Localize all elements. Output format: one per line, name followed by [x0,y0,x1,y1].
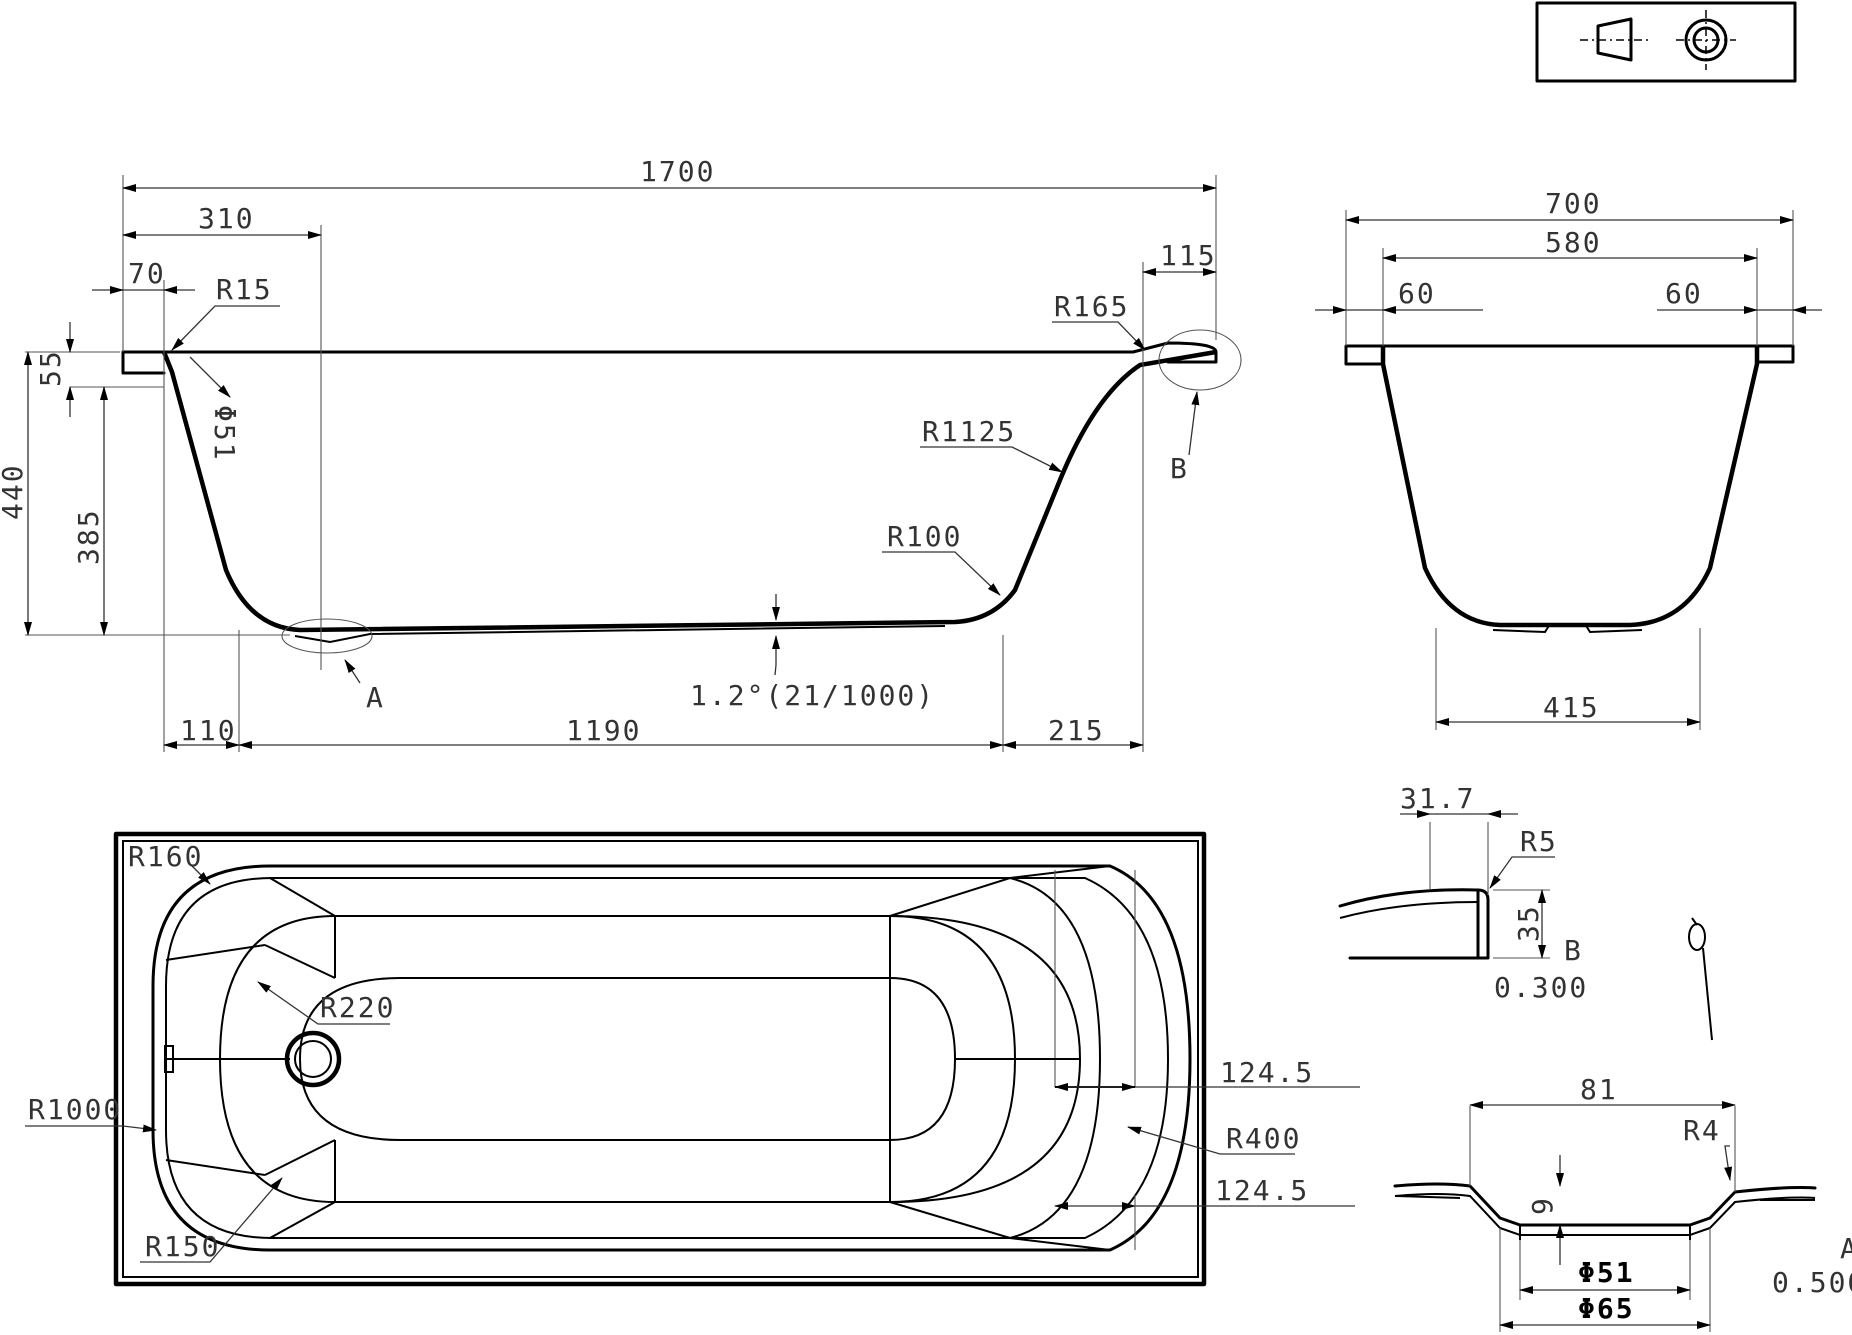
dim-left-offset: 310 [198,202,255,235]
side-view-outline [121,341,1218,644]
dim-inner-depth: 385 [72,508,105,565]
dim-rim-left: 60 [1398,277,1436,310]
plan-view: R160 R220 R1000 R150 124.5 R400 124.5 [25,831,1360,1287]
dim-base-left: 110 [180,714,237,747]
detail-a-view: 81 R4 9 Φ51 Φ65 A 0.500 [1393,1073,1852,1332]
dim-left-rim: 70 [128,257,166,290]
label-radius-foot: R400 [1226,1122,1301,1155]
label-radius-head-lower: R150 [145,1230,220,1263]
dim-overall-width: 700 [1545,187,1602,220]
end-view: 700 580 60 60 415 [1315,187,1822,730]
label-radius-slope: R1125 [922,415,1016,448]
dim-bottom-width: 415 [1543,691,1600,724]
dim-detail-a-inner-diameter: Φ51 [1578,1256,1635,1289]
label-radius-head-end: R1000 [28,1093,122,1126]
label-radius-bottom: R100 [887,520,962,553]
label-radius-right-rim: R165 [1054,290,1129,323]
detail-b-view: 31.7 R5 35 B 0.300 [1338,782,1588,1004]
overflow-icon [164,1045,174,1073]
label-radius-head-corner: R160 [128,840,203,873]
label-detail-a: A [366,681,385,714]
dim-detail-b-rim-width: 31.7 [1400,782,1475,815]
side-view: 1700 310 70 R15 115 R165 R1125 R100 55 4… [0,155,1242,752]
label-detail-b-scale: 0.300 [1494,971,1588,1004]
dim-detail-a-outer-diameter: Φ65 [1578,1292,1635,1325]
dim-detail-a-width: 81 [1580,1073,1618,1106]
label-radius-drain: R220 [320,991,395,1024]
pen-icon [1688,917,1713,1041]
dim-detail-b-height: 35 [1512,904,1545,942]
dim-overall-length: 1700 [640,155,715,188]
label-detail-b: B [1170,452,1189,485]
label-detail-a-radius: R4 [1683,1114,1721,1147]
dim-rim-right: 60 [1665,277,1703,310]
label-detail-a: A [1840,1232,1852,1265]
label-detail-a-scale: 0.500 [1772,1266,1852,1299]
first-angle-projection-icon [1535,1,1797,83]
dim-detail-a-depth: 9 [1526,1196,1559,1215]
label-radius-left-rim: R15 [216,273,273,306]
dim-foot-offset-bottom: 124.5 [1215,1174,1309,1207]
dim-rim-thickness: 55 [34,349,67,387]
plan-view-frame [113,831,1207,1287]
detail-a-marker [281,618,373,654]
dim-foot-offset-top: 124.5 [1220,1056,1314,1089]
drain-icon [284,1030,342,1088]
dim-base-right: 215 [1048,714,1105,747]
dim-base-length: 1190 [566,714,641,747]
dim-total-height: 440 [0,463,29,520]
label-detail-b-radius: R5 [1520,825,1558,858]
detail-b-marker [1158,329,1242,391]
dim-right-rim: 115 [1160,239,1217,272]
plan-view-inner-edge [151,864,1192,1252]
end-view-outline [1344,344,1795,634]
label-detail-b: B [1564,934,1583,967]
dim-inner-width: 580 [1545,226,1602,259]
label-drain-diameter: Φ51 [208,405,241,462]
label-slope: 1.2°(21/1000) [690,679,935,712]
